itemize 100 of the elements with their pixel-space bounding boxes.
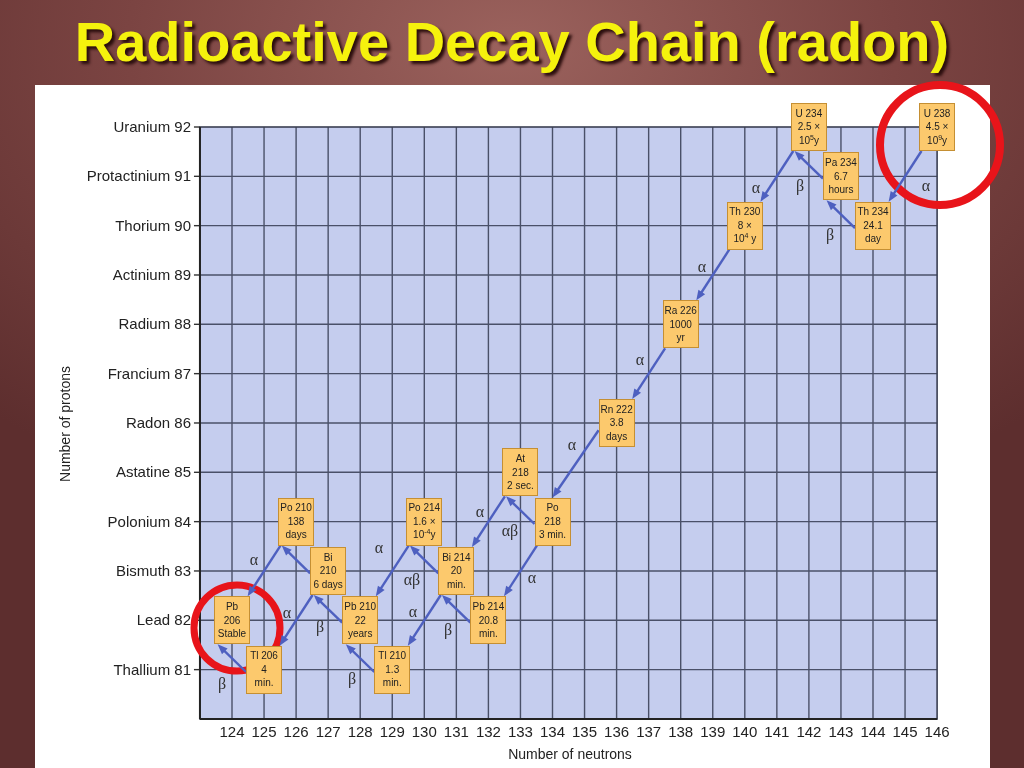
axis-tick-label: 129 [379, 723, 405, 741]
decay-arrow [409, 545, 440, 575]
decay-arrow [696, 249, 731, 301]
axis-tick-label: 130 [411, 723, 437, 741]
isotope-name: Pa 234 [824, 156, 858, 170]
axis-tick-label: 132 [475, 723, 501, 741]
edge-label: α [475, 503, 485, 521]
isotope-name: Po 214 [407, 501, 442, 515]
decay-arrow [279, 594, 314, 646]
isotope-name: Pb 214 [471, 600, 506, 614]
axis-tick-label: 127 [315, 723, 341, 741]
axis-title: Number of neutrons [508, 745, 632, 763]
half-life: 6 days [312, 577, 344, 592]
isotope-name: U 234 [794, 106, 824, 121]
axis-tick-label: 144 [860, 723, 886, 741]
half-life: 138 days [284, 514, 308, 542]
isotope-box [790, 103, 827, 151]
isotope-box [374, 645, 411, 694]
edge-label: β [443, 621, 453, 639]
isotope-name: Th 230 [728, 205, 762, 219]
isotope-box [470, 596, 507, 645]
slide-title: Radioactive Decay Chain (radon) [74, 10, 950, 74]
axis-tick-label: 139 [700, 723, 726, 741]
isotope-box [726, 201, 763, 250]
half-life: 1000 yr [668, 317, 693, 345]
isotope-box [214, 596, 250, 645]
decay-arrow [247, 544, 282, 597]
isotope-box [310, 546, 347, 595]
isotope-name: Pb 206 [222, 600, 242, 628]
isotope-box [598, 398, 635, 447]
half-life: 4 min. [254, 662, 275, 690]
axis-tick-label: Bismuth 83 [115, 561, 191, 580]
axis-tick-label: Protactinium 91 [86, 167, 191, 186]
axis-tick-label: Thallium 81 [113, 660, 191, 679]
edge-label: αβ [501, 522, 519, 540]
isotope-name: Rn 222 [599, 402, 634, 417]
axis-title: Number of protons [56, 366, 74, 482]
isotope-box [662, 300, 699, 349]
edge-label: α [408, 603, 418, 621]
half-life: 2 sec. [506, 479, 535, 493]
isotope-name: Bi 210 [318, 550, 338, 578]
edge-label: α [282, 604, 292, 622]
axis-tick-label: Radon 86 [125, 413, 191, 432]
decay-arrow [471, 495, 506, 547]
edge-label: α [374, 539, 384, 557]
half-life: Stable [216, 627, 248, 641]
axis-tick-label: Uranium 92 [113, 118, 191, 136]
half-life: 3.8 days [605, 416, 629, 444]
edge-label: β [315, 618, 325, 636]
isotope-name: Tl 210 [377, 649, 408, 663]
isotope-box [246, 645, 283, 694]
axis-tick-label: 143 [828, 723, 854, 741]
half-life: 20 min. [445, 564, 467, 592]
axis-tick-label: 128 [347, 723, 373, 741]
isotope-box [855, 201, 891, 250]
axis-tick-label: Actinium 89 [112, 266, 191, 284]
decay-arrow [552, 429, 600, 498]
edge-label: α [921, 177, 931, 195]
isotope-box [919, 103, 956, 151]
axis-tick-label: 134 [540, 723, 565, 741]
axis-tick-label: 140 [732, 723, 758, 741]
decay-arrow [504, 544, 538, 597]
axis-tick-label: Thorium 90 [115, 216, 191, 235]
decay-arrow [217, 644, 247, 673]
isotope-box [406, 497, 443, 546]
isotope-box [534, 497, 571, 546]
decay-arrow [441, 595, 472, 624]
axis-tick-label: 125 [251, 723, 277, 741]
edge-label: α [635, 351, 645, 369]
axis-tick-label: 138 [668, 723, 694, 741]
axis-tick-label: 135 [572, 723, 598, 741]
edge-label: αβ [403, 571, 421, 589]
edge-label: β [795, 177, 805, 195]
axis-tick-label: 142 [796, 723, 822, 741]
axis-tick-label: 137 [636, 723, 662, 741]
decay-arrow [375, 544, 410, 597]
isotope-name: U 238 [922, 106, 952, 121]
decay-arrow [794, 151, 824, 180]
edge-label: β [825, 226, 835, 244]
isotope-name: Ra 226 [663, 304, 698, 318]
half-life: 20.8 min. [477, 613, 500, 641]
isotope-box [278, 497, 315, 546]
edge-label: α [567, 436, 577, 454]
decay-arrow [345, 644, 376, 673]
half-life: 8 × 10$^{4}$ y [732, 218, 758, 246]
isotope-name: Tl 206 [249, 649, 279, 663]
half-life: 2.5 × 10$^{5}$y [796, 120, 822, 148]
isotope-box [438, 546, 475, 595]
decay-arrow [888, 150, 923, 202]
isotope-box [822, 152, 859, 201]
isotope-name: Po 210 [279, 501, 313, 515]
axis-tick-label: 146 [924, 723, 950, 741]
edge-label: α [527, 569, 537, 587]
edge-label: α [697, 258, 707, 276]
axis-tick-label: 136 [604, 723, 630, 741]
isotope-name: Bi 214 [441, 550, 472, 565]
decay-arrow [313, 595, 344, 624]
half-life: 22 years [346, 613, 374, 641]
decay-arrow [826, 200, 856, 229]
isotope-box [342, 596, 379, 645]
